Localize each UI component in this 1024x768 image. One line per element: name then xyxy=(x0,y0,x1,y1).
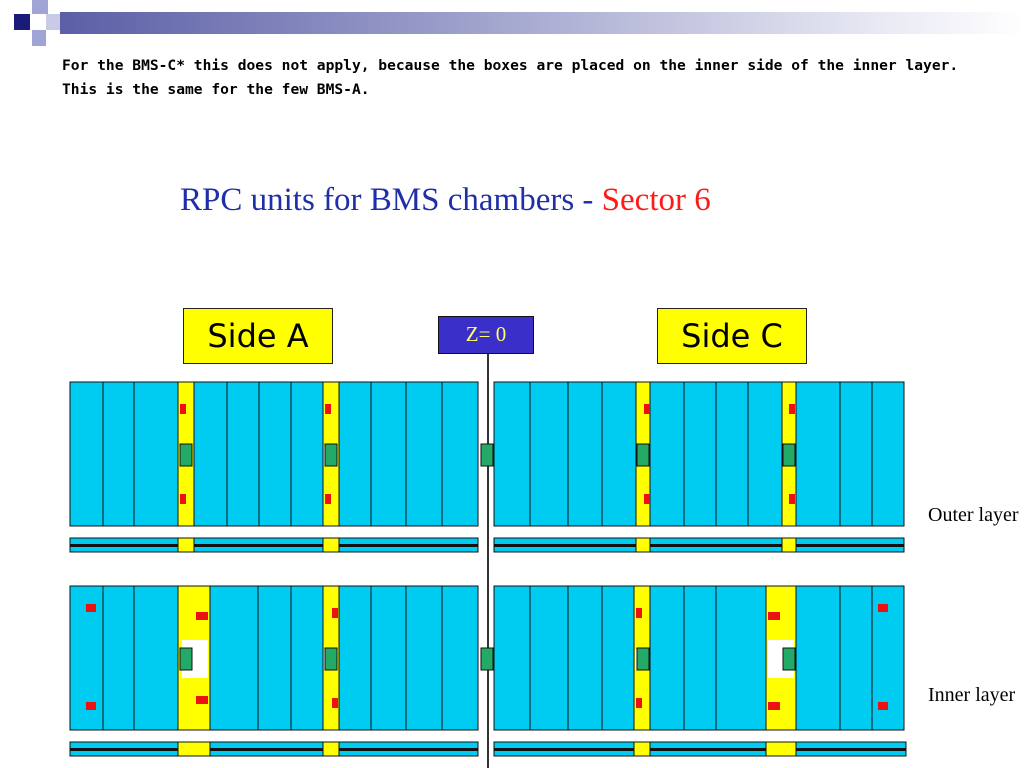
outer-side-a-unit-5 xyxy=(226,381,260,527)
inner-marker-a-bottom xyxy=(86,702,96,710)
diagram-title: RPC units for BMS chambers - Sector 6 xyxy=(180,182,711,219)
inner-side-a-strip-line xyxy=(70,748,478,751)
outer-side-c-unit-11 xyxy=(839,381,873,527)
inner-marker-c-bottom xyxy=(878,702,888,710)
inner-side-c-strip-col-1 xyxy=(765,741,797,757)
inner-side-a-connector-2 xyxy=(324,647,338,671)
outer-side-c-unit-10 xyxy=(795,381,841,527)
slide-logo-square-2 xyxy=(32,0,48,14)
inner-marker-c1-bottom xyxy=(636,698,642,708)
outer-side-a-unit-12 xyxy=(441,381,479,527)
outer-marker-c2-top xyxy=(789,404,795,414)
inner-marker-c-top xyxy=(878,604,888,612)
slide-logo-square-3 xyxy=(46,14,62,30)
inner-side-a-unit-11 xyxy=(441,585,479,731)
inner-marker-a2-bottom xyxy=(332,698,338,708)
inner-marker-c2-top xyxy=(768,612,780,620)
outer-side-c-unit-2 xyxy=(567,381,603,527)
side-a-label: Side A xyxy=(183,308,333,364)
inner-marker-a-top xyxy=(86,604,96,612)
inner-side-c-unit-2 xyxy=(567,585,603,731)
outer-side-a-unit-7 xyxy=(290,381,324,527)
inner-side-c-connector-2 xyxy=(782,647,796,671)
outer-side-a-unit-2 xyxy=(133,381,179,527)
outer-side-c-unit-8 xyxy=(747,381,783,527)
outer-side-a-unit-4 xyxy=(193,381,228,527)
outer-marker-c2-bottom xyxy=(789,494,795,504)
inner-side-c-unit-5 xyxy=(649,585,685,731)
outer-side-a-unit-9 xyxy=(338,381,372,527)
outer-side-a-strip-col-1 xyxy=(322,537,340,553)
outer-side-c-unit-7 xyxy=(715,381,749,527)
outer-side-a-strip-col-0 xyxy=(177,537,195,553)
inner-side-c-unit-3 xyxy=(601,585,635,731)
outer-side-a-unit-0 xyxy=(69,381,104,527)
inner-center-connector xyxy=(480,647,494,671)
inner-side-c-strip-line xyxy=(494,748,906,751)
inner-side-a-unit-2 xyxy=(133,585,179,731)
outer-marker-a2-top xyxy=(325,404,331,414)
outer-side-c-unit-6 xyxy=(683,381,717,527)
outer-side-c-strip-col-0 xyxy=(635,537,651,553)
outer-marker-c1-top xyxy=(644,404,650,414)
outer-side-c-unit-1 xyxy=(529,381,569,527)
outer-side-c-unit-5 xyxy=(649,381,685,527)
side-c-label: Side C xyxy=(657,308,807,364)
slide-logo-square-1 xyxy=(14,14,30,30)
outer-side-c-unit-0 xyxy=(493,381,531,527)
inner-side-a-unit-8 xyxy=(338,585,372,731)
inner-side-a-unit-5 xyxy=(257,585,292,731)
outer-marker-c1-bottom xyxy=(644,494,650,504)
outer-side-c-connector-1 xyxy=(636,443,650,467)
inner-side-a-unit-4 xyxy=(209,585,259,731)
outer-side-c-unit-12 xyxy=(871,381,905,527)
inner-side-a-connector-1 xyxy=(179,647,193,671)
inner-side-a-unit-9 xyxy=(370,585,407,731)
outer-side-c-unit-3 xyxy=(601,381,637,527)
inner-side-c-unit-1 xyxy=(529,585,569,731)
outer-side-a-strip-line xyxy=(70,544,478,547)
inner-marker-c1-top xyxy=(636,608,642,618)
title-main: RPC units for BMS chambers - xyxy=(180,182,602,218)
outer-layer-label: Outer layer xyxy=(928,504,1019,526)
inner-side-c-unit-10 xyxy=(839,585,873,731)
inner-side-a-unit-10 xyxy=(405,585,443,731)
inner-marker-a1-top xyxy=(196,612,208,620)
inner-side-a-unit-1 xyxy=(102,585,135,731)
inner-side-c-strip-col-0 xyxy=(633,741,651,757)
outer-side-c-connector-2 xyxy=(782,443,796,467)
outer-side-c-strip-col-1 xyxy=(781,537,797,553)
outer-side-a-unit-1 xyxy=(102,381,135,527)
inner-side-a-strip-col-0 xyxy=(177,741,211,757)
outer-marker-a1-top xyxy=(180,404,186,414)
z-center-line xyxy=(487,354,489,768)
outer-side-c-strip-line xyxy=(494,544,904,547)
inner-marker-a2-top xyxy=(332,608,338,618)
outer-side-a-connector-2 xyxy=(324,443,338,467)
outer-marker-a1-bottom xyxy=(180,494,186,504)
outer-side-a-unit-11 xyxy=(405,381,443,527)
inner-side-c-unit-0 xyxy=(493,585,531,731)
inner-side-c-unit-7 xyxy=(715,585,767,731)
inner-side-c-unit-6 xyxy=(683,585,717,731)
inner-side-a-unit-6 xyxy=(290,585,324,731)
outer-marker-a2-bottom xyxy=(325,494,331,504)
z-zero-label: Z= 0 xyxy=(438,316,534,354)
inner-side-c-connector-1 xyxy=(636,647,650,671)
outer-side-a-unit-6 xyxy=(258,381,292,527)
outer-side-a-connector-1 xyxy=(179,443,193,467)
inner-side-c-unit-9 xyxy=(795,585,841,731)
outer-center-connector xyxy=(480,443,494,467)
title-highlight: Sector 6 xyxy=(601,182,711,218)
outer-side-a-unit-10 xyxy=(370,381,407,527)
intro-paragraph: For the BMS-C* this does not apply, beca… xyxy=(62,57,959,98)
slide-logo-square-4 xyxy=(32,30,46,46)
inner-side-a-strip-col-1 xyxy=(322,741,340,757)
inner-layer-label: Inner layer xyxy=(928,684,1016,706)
inner-marker-a1-bottom xyxy=(196,696,208,704)
header-gradient-bar xyxy=(60,12,1024,34)
inner-marker-c2-bottom xyxy=(768,702,780,710)
